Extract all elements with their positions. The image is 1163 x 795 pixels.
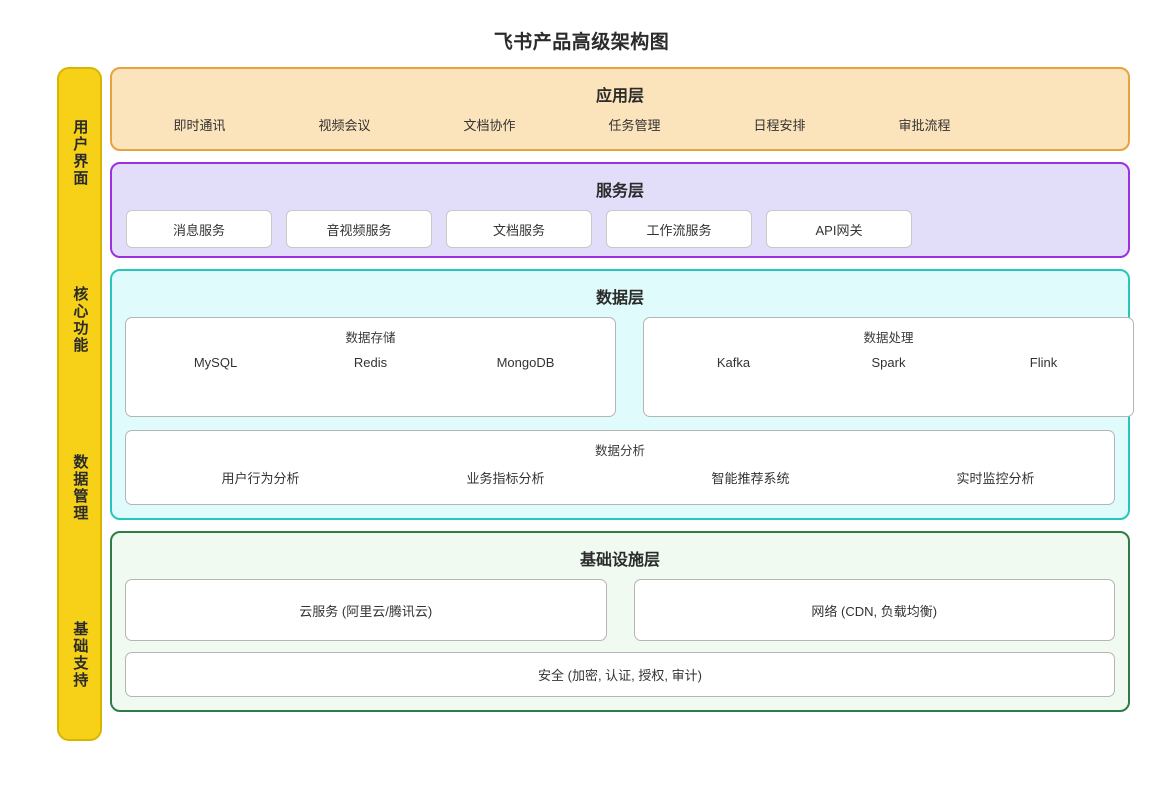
data-group-title: 数据分析	[594, 444, 645, 458]
data-item[interactable]: 实时监控分析	[956, 471, 1035, 486]
data-group-analysis: 数据分析 用户行为分析 业务指标分析 智能推荐系统 实时监控分析	[125, 430, 1115, 505]
app-item[interactable]: 即时通讯	[173, 118, 226, 133]
phase-item-user-interface: 用户界面	[59, 69, 100, 237]
layers-column: 应用层 即时通讯 视频会议 文档协作 任务管理 日程安排 审批流程 服务层 消息…	[110, 67, 1134, 712]
data-group-items: MySQL Redis MongoDB	[138, 355, 603, 370]
infrastructure-box-cloud[interactable]: 云服务 (阿里云/腾讯云)	[125, 579, 607, 641]
layer-title-application: 应用层	[595, 88, 644, 105]
data-item[interactable]: Kafka	[716, 355, 751, 370]
phase-item-core-function: 核心功能	[59, 237, 100, 405]
layer-application: 应用层 即时通讯 视频会议 文档协作 任务管理 日程安排 审批流程	[110, 67, 1130, 151]
app-item[interactable]: 文档协作	[463, 118, 516, 133]
infrastructure-box-network[interactable]: 网络 (CDN, 负载均衡)	[633, 579, 1115, 641]
phase-item-basic-support: 基础支持	[59, 572, 100, 740]
app-item[interactable]: 视频会议	[318, 118, 371, 133]
data-group-items: Kafka Spark Flink	[656, 355, 1121, 370]
service-box[interactable]: 文档服务	[446, 210, 592, 248]
infrastructure-box-security[interactable]: 安全 (加密, 认证, 授权, 审计)	[125, 652, 1115, 697]
phase-label: 核心功能	[71, 286, 89, 355]
data-item[interactable]: 业务指标分析	[466, 471, 545, 486]
app-item[interactable]: 日程安排	[753, 118, 806, 133]
layer-service: 服务层 消息服务 音视频服务 文档服务 工作流服务 API网关	[110, 162, 1130, 258]
data-item[interactable]: Redis	[353, 355, 388, 370]
service-items: 消息服务 音视频服务 文档服务 工作流服务 API网关	[125, 210, 1115, 248]
service-box[interactable]: 工作流服务	[606, 210, 752, 248]
page-title: 飞书产品高级架构图	[493, 32, 670, 53]
layer-infrastructure: 基础设施层 云服务 (阿里云/腾讯云) 网络 (CDN, 负载均衡) 安全 (加…	[110, 531, 1130, 712]
phase-item-data-management: 数据管理	[59, 404, 100, 572]
service-box[interactable]: 消息服务	[126, 210, 272, 248]
app-item[interactable]: 审批流程	[898, 118, 951, 133]
service-box[interactable]: 音视频服务	[286, 210, 432, 248]
data-group-items: 用户行为分析 业务指标分析 智能推荐系统 实时监控分析	[138, 468, 1102, 487]
data-group-title: 数据处理	[863, 331, 914, 345]
data-item[interactable]: Spark	[871, 355, 906, 370]
layer-title-infrastructure: 基础设施层	[579, 552, 660, 569]
layer-data: 数据层 数据存储 MySQL Redis MongoDB 数据处理 Kafka …	[110, 269, 1134, 520]
phase-label: 基础支持	[71, 621, 89, 690]
data-item[interactable]: 智能推荐系统	[711, 471, 790, 486]
data-item[interactable]: MySQL	[193, 355, 238, 370]
data-groups-row: 数据存储 MySQL Redis MongoDB 数据处理 Kafka Spar…	[125, 317, 1134, 417]
data-group-processing: 数据处理 Kafka Spark Flink	[643, 317, 1134, 417]
layer-title-service: 服务层	[595, 183, 644, 200]
layer-title-data: 数据层	[595, 290, 644, 307]
phase-label: 数据管理	[71, 453, 89, 522]
app-item[interactable]: 任务管理	[608, 118, 661, 133]
data-group-title: 数据存储	[345, 331, 396, 345]
infrastructure-row: 云服务 (阿里云/腾讯云) 网络 (CDN, 负载均衡)	[125, 579, 1115, 641]
service-box[interactable]: API网关	[766, 210, 912, 248]
architecture-diagram: 用户界面 核心功能 数据管理 基础支持 应用层 即时通讯 视频会议 文档协作 任…	[0, 67, 1163, 767]
application-items: 即时通讯 视频会议 文档协作 任务管理 日程安排 审批流程	[125, 115, 1115, 134]
data-item[interactable]: Flink	[1029, 355, 1058, 370]
phase-label: 用户界面	[71, 118, 89, 187]
data-item[interactable]: 用户行为分析	[221, 471, 300, 486]
data-item[interactable]: MongoDB	[496, 355, 555, 370]
data-group-storage: 数据存储 MySQL Redis MongoDB	[125, 317, 616, 417]
phase-sidebar: 用户界面 核心功能 数据管理 基础支持	[57, 67, 102, 741]
